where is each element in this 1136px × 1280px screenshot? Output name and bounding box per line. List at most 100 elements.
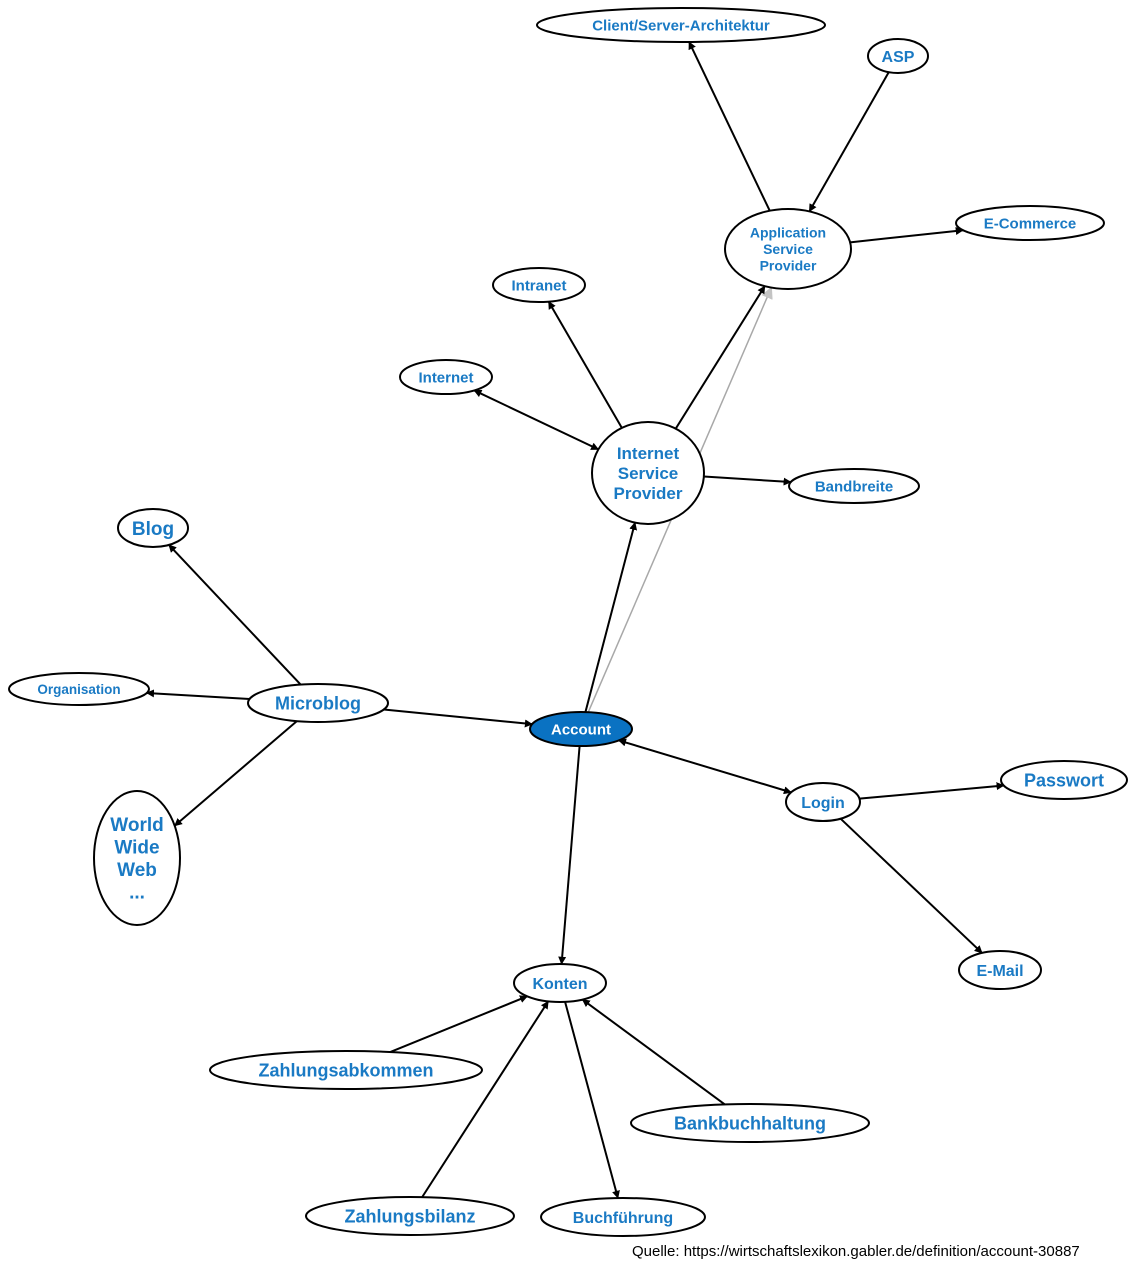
edge-isp-bandbreite bbox=[703, 475, 792, 486]
node-www-ellipse bbox=[93, 790, 181, 926]
edge-isp-asp_full bbox=[674, 285, 766, 430]
node-buchfuehrung-label-line: Buchführung bbox=[573, 1210, 673, 1227]
edge-asp_full-client_server bbox=[688, 41, 771, 212]
node-internet-label-line: Internet bbox=[418, 369, 473, 386]
node-ecommerce[interactable]: E-Commerce bbox=[955, 205, 1105, 241]
node-ecommerce-ellipse bbox=[955, 205, 1105, 241]
node-zahlungsabkommen[interactable]: Zahlungsabkommen bbox=[209, 1050, 483, 1090]
edge-microblog-organisation bbox=[146, 689, 250, 700]
node-microblog-ellipse bbox=[247, 683, 389, 723]
node-asp_full-label-line: Service bbox=[763, 241, 813, 257]
node-www-label-line: Web bbox=[117, 860, 157, 881]
source-caption: Quelle: https://wirtschaftslexikon.gable… bbox=[632, 1243, 1080, 1260]
node-internet-label: Internet bbox=[418, 369, 473, 386]
node-buchfuehrung-label: Buchführung bbox=[573, 1210, 673, 1227]
node-zahlungsbilanz-ellipse bbox=[305, 1196, 515, 1236]
edge-asp_full-ecommerce bbox=[850, 226, 964, 244]
edge-bankbuchhaltung-konten bbox=[581, 998, 726, 1106]
node-organisation-label-line: Organisation bbox=[37, 682, 120, 697]
node-www-label-line: Wide bbox=[114, 838, 159, 859]
edge-isp-internet bbox=[473, 389, 600, 451]
node-buchfuehrung-ellipse bbox=[540, 1197, 706, 1237]
edge-zahlungsbilanz-konten bbox=[421, 1000, 550, 1198]
node-bandbreite[interactable]: Bandbreite bbox=[788, 468, 920, 504]
node-login-ellipse bbox=[785, 782, 861, 822]
node-account-label-line: Account bbox=[551, 721, 611, 738]
node-passwort-ellipse bbox=[1000, 760, 1128, 800]
node-ecommerce-label: E-Commerce bbox=[984, 215, 1077, 232]
node-passwort-label: Passwort bbox=[1024, 770, 1104, 790]
node-passwort[interactable]: Passwort bbox=[1000, 760, 1128, 800]
node-bandbreite-label-line: Bandbreite bbox=[815, 478, 893, 495]
node-email[interactable]: E-Mail bbox=[958, 950, 1042, 990]
edge-account-konten bbox=[558, 745, 581, 965]
node-client_server-ellipse bbox=[536, 7, 826, 43]
node-intranet-label: Intranet bbox=[511, 277, 566, 294]
node-asp[interactable]: ASP bbox=[867, 38, 929, 74]
edge-isp-intranet bbox=[547, 300, 623, 429]
node-microblog[interactable]: Microblog bbox=[247, 683, 389, 723]
edge-account-isp bbox=[584, 521, 638, 713]
edge-microblog-account bbox=[383, 708, 533, 728]
node-bandbreite-label: Bandbreite bbox=[815, 478, 893, 495]
node-account-ellipse bbox=[529, 711, 633, 747]
node-zahlungsabkommen-label: Zahlungsabkommen bbox=[258, 1060, 433, 1080]
node-client_server-label-line: Client/Server-Architektur bbox=[592, 17, 770, 34]
edge-konten-buchfuehrung bbox=[564, 1001, 620, 1199]
node-konten-label: Konten bbox=[532, 976, 587, 993]
node-bankbuchhaltung-ellipse bbox=[630, 1103, 870, 1143]
edge-asp-asp_full bbox=[808, 71, 890, 213]
node-www-label-line: ... bbox=[129, 882, 145, 903]
node-login[interactable]: Login bbox=[785, 782, 861, 822]
node-client_server[interactable]: Client/Server-Architektur bbox=[536, 7, 826, 43]
node-account-label: Account bbox=[551, 721, 611, 738]
node-intranet-label-line: Intranet bbox=[511, 277, 566, 294]
node-microblog-label: Microblog bbox=[275, 693, 361, 713]
node-bankbuchhaltung[interactable]: Bankbuchhaltung bbox=[630, 1103, 870, 1143]
node-intranet[interactable]: Intranet bbox=[492, 267, 586, 303]
node-zahlungsbilanz-label: Zahlungsbilanz bbox=[344, 1206, 475, 1226]
node-intranet-ellipse bbox=[492, 267, 586, 303]
node-organisation-ellipse bbox=[8, 672, 150, 706]
node-isp-label-line: Service bbox=[618, 464, 679, 483]
node-email-label-line: E-Mail bbox=[976, 963, 1023, 980]
edge-account-login bbox=[618, 738, 792, 795]
node-organisation-label: Organisation bbox=[37, 682, 120, 697]
node-asp-label: ASP bbox=[882, 49, 915, 66]
node-bankbuchhaltung-label: Bankbuchhaltung bbox=[674, 1113, 826, 1133]
node-konten[interactable]: Konten bbox=[513, 963, 607, 1003]
edge-login-email bbox=[839, 817, 983, 954]
node-login-label-line: Login bbox=[801, 795, 845, 812]
edges-layer bbox=[146, 41, 1005, 1199]
node-blog-label-line: Blog bbox=[132, 519, 174, 540]
node-asp_full-label-line: Application bbox=[750, 225, 826, 241]
node-konten-ellipse bbox=[513, 963, 607, 1003]
node-client_server-label: Client/Server-Architektur bbox=[592, 17, 770, 34]
node-organisation[interactable]: Organisation bbox=[8, 672, 150, 706]
node-isp-label-line: Provider bbox=[614, 484, 683, 503]
node-passwort-label-line: Passwort bbox=[1024, 770, 1104, 790]
node-zahlungsbilanz[interactable]: Zahlungsbilanz bbox=[305, 1196, 515, 1236]
node-buchfuehrung[interactable]: Buchführung bbox=[540, 1197, 706, 1237]
node-email-label: E-Mail bbox=[976, 963, 1023, 980]
node-bandbreite-ellipse bbox=[788, 468, 920, 504]
node-asp_full-ellipse bbox=[724, 208, 852, 290]
node-login-label: Login bbox=[801, 795, 845, 812]
node-account[interactable]: Account bbox=[529, 711, 633, 747]
node-zahlungsbilanz-label-line: Zahlungsbilanz bbox=[344, 1206, 475, 1226]
node-email-ellipse bbox=[958, 950, 1042, 990]
node-asp_full-label-line: Provider bbox=[760, 258, 817, 274]
node-blog-label: Blog bbox=[132, 519, 174, 540]
node-blog[interactable]: Blog bbox=[117, 508, 189, 548]
node-asp-ellipse bbox=[867, 38, 929, 74]
node-zahlungsabkommen-ellipse bbox=[209, 1050, 483, 1090]
node-internet[interactable]: Internet bbox=[399, 359, 493, 395]
